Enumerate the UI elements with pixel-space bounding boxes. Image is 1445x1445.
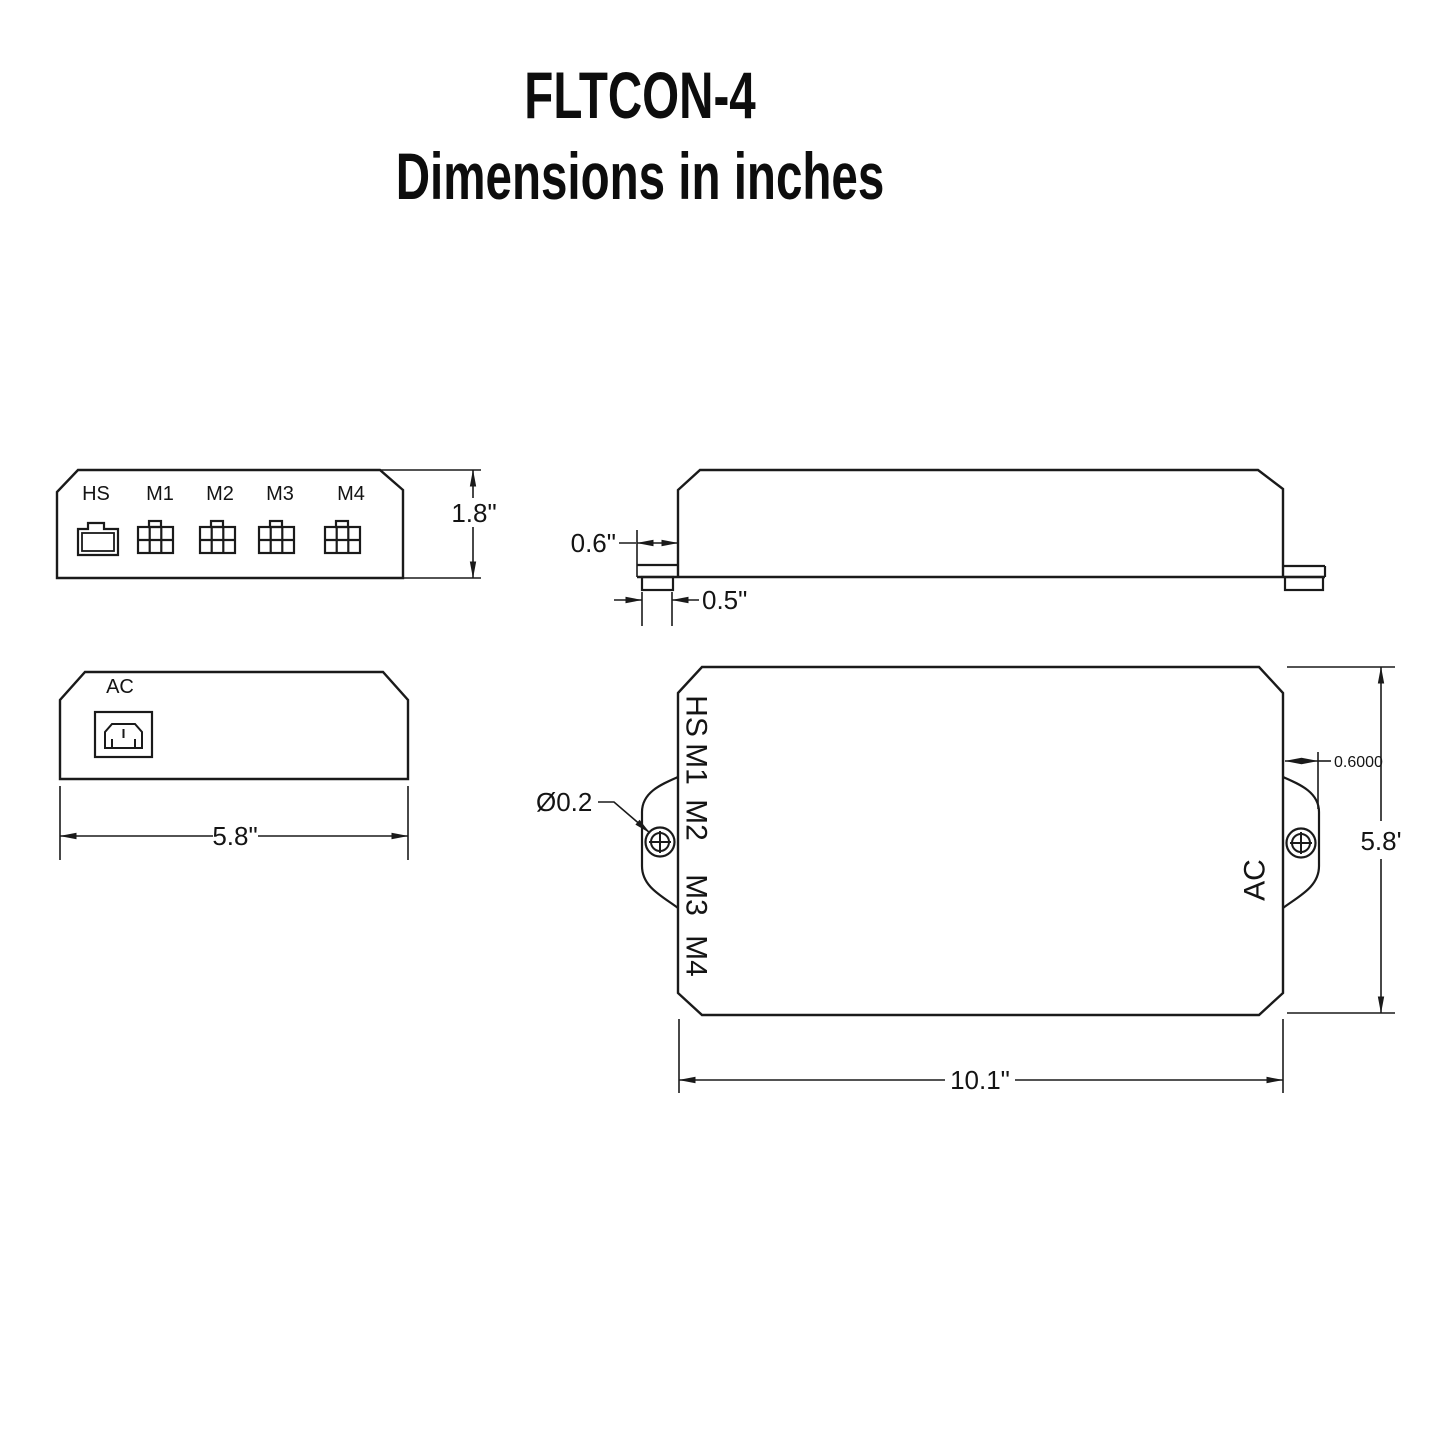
front-port-label-m4: M4 <box>337 483 365 505</box>
front-port-label-m1: M1 <box>146 483 174 505</box>
ac-inlet-icon <box>93 710 154 759</box>
m3-connector-icon <box>257 519 296 555</box>
top-view: HS M1 M2 M3 M4 AC Ø0.2 0.6000 <box>536 665 1402 1095</box>
side-left-foot <box>640 575 675 592</box>
hole-offset-label: 0.6000 <box>1334 754 1383 771</box>
front-view: HS M1 M2 M3 M4 1.8" <box>55 468 497 580</box>
front-height-dimension: 1.8" <box>380 469 497 579</box>
hole-offset-dimension: 0.6000 <box>1284 752 1383 809</box>
top-height-dimension: 5.8' <box>1287 666 1402 1014</box>
top-port-label-m3: M3 <box>680 874 713 916</box>
front-port-label-m3: M3 <box>266 483 294 505</box>
top-port-label-m1: M1 <box>680 743 713 785</box>
side-flange-offset-label: 0.6" <box>571 528 616 558</box>
m1-connector-icon <box>136 519 175 555</box>
side-foot-width-label: 0.5" <box>702 585 747 615</box>
hs-connector-icon <box>76 521 120 557</box>
rear-ac-label: AC <box>106 676 134 698</box>
side-right-flange <box>1283 564 1327 592</box>
left-screw-icon <box>644 826 676 858</box>
side-view: 0.6" 0.5" <box>571 468 1327 626</box>
top-width-dim-label: 10.1" <box>950 1065 1010 1095</box>
top-right-ear <box>1282 775 1321 909</box>
m4-connector-icon <box>323 519 362 555</box>
rear-width-dimension: 5.8" <box>59 786 409 860</box>
rear-view: AC 5.8" <box>58 670 410 860</box>
title-product-name: FLTCON-4 <box>524 58 756 132</box>
top-width-dimension: 10.1" <box>678 1019 1284 1095</box>
side-left-flange <box>636 530 678 592</box>
top-left-ear <box>640 775 679 909</box>
title-subtitle: Dimensions in inches <box>395 139 885 213</box>
m2-connector-icon <box>198 519 237 555</box>
hole-diameter-label: Ø0.2 <box>536 787 592 817</box>
side-foot-width-dimension: 0.5" <box>614 585 747 626</box>
side-view-outline <box>676 468 1285 577</box>
top-ac-label: AC <box>1239 859 1272 901</box>
top-port-label-m2: M2 <box>680 799 713 841</box>
rear-view-outline <box>58 670 410 781</box>
rear-width-dim-label: 5.8" <box>212 821 257 851</box>
right-screw-icon <box>1285 827 1317 859</box>
side-right-foot <box>1283 575 1325 592</box>
top-port-label-m4: M4 <box>680 935 713 977</box>
front-port-label-m2: M2 <box>206 483 234 505</box>
top-port-label-hs: HS <box>680 695 713 737</box>
hole-diameter-callout: Ø0.2 <box>536 787 651 834</box>
front-height-dim-label: 1.8" <box>451 498 496 528</box>
top-height-dim-label: 5.8' <box>1360 826 1401 856</box>
side-flange-offset-dimension: 0.6" <box>571 528 679 558</box>
top-view-outline <box>676 665 1285 1017</box>
front-port-label-hs: HS <box>82 483 110 505</box>
